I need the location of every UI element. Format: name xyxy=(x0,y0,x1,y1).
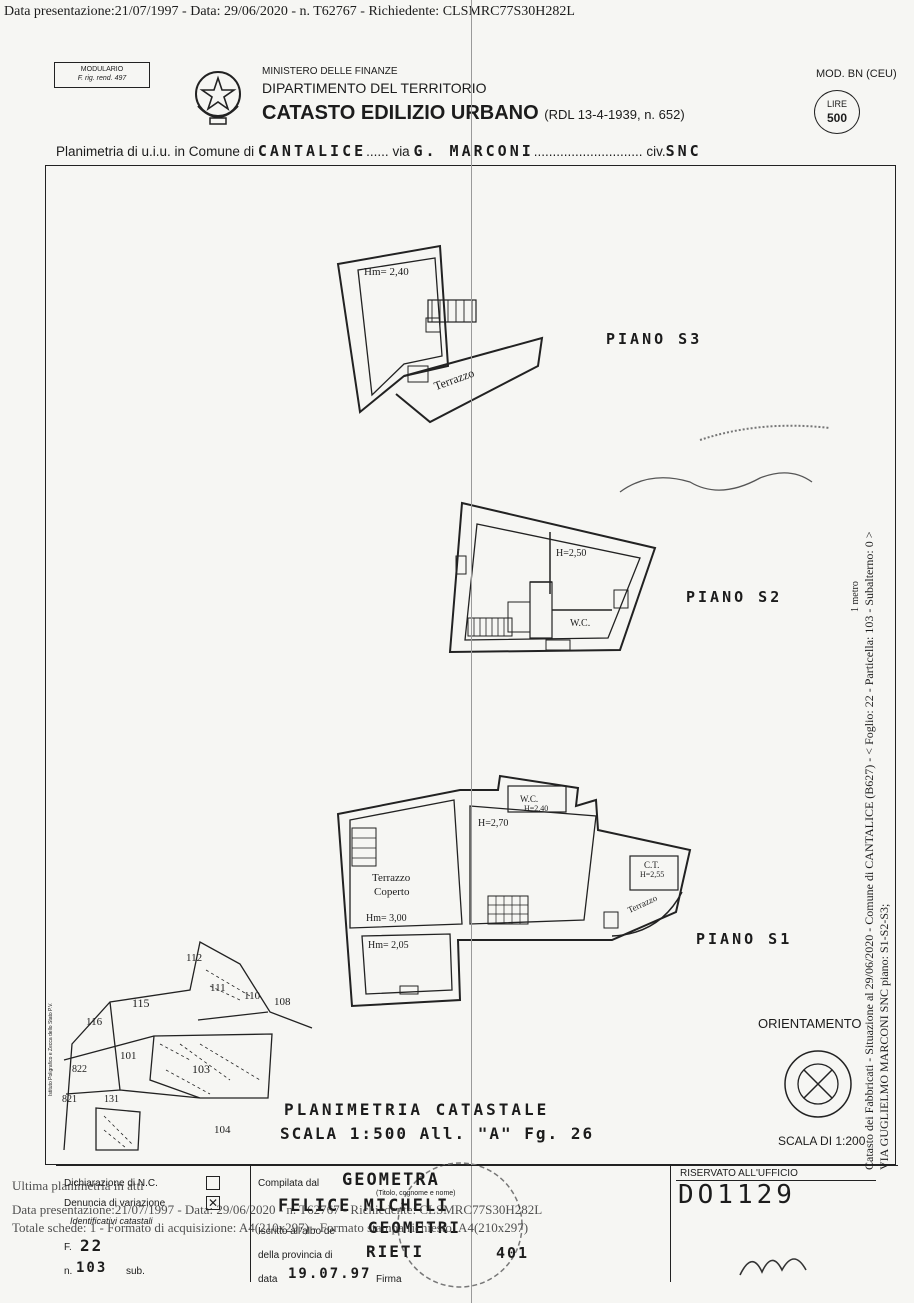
parcel-number: 131 xyxy=(104,1094,119,1105)
foglio-label: F. xyxy=(64,1242,72,1253)
floor-s2-outline xyxy=(448,501,657,654)
s1-height: H=2,70 xyxy=(478,818,509,829)
floor-s1-outline xyxy=(336,774,692,1008)
parcel-number: 115 xyxy=(132,996,150,1010)
floor-s2-label: PIANO S2 xyxy=(686,588,783,606)
s1-ct: C.T. xyxy=(644,860,660,870)
bottom-form-block: Dichiarazione di N.C. Denuncia di variaz… xyxy=(56,1165,898,1285)
lire-stamp: LIRE 500 xyxy=(814,90,860,134)
foglio-value: 22 xyxy=(80,1236,104,1255)
title-line-1: PLANIMETRIA CATASTALE xyxy=(284,1100,550,1119)
denuncia-label: Denuncia di variazione xyxy=(64,1198,166,1209)
s1-wc: W.C. xyxy=(520,794,539,804)
publisher-note: Istituto Poligrafico e Zecca dello Stato… xyxy=(48,1002,54,1096)
modulario-box: MODULARIO F. rig. rend. 497 xyxy=(54,62,150,88)
parcel-number: 821 xyxy=(62,1094,77,1105)
data-value: 19.07.97 xyxy=(288,1266,372,1282)
lire-label: LIRE xyxy=(826,99,847,109)
riservato-label: RISERVATO ALL'UFFICIO xyxy=(680,1168,798,1179)
firma-scribble xyxy=(739,1258,807,1276)
republic-emblem-icon xyxy=(195,71,241,125)
request-info-line: Data presentazione:21/07/1997 - Data: 29… xyxy=(4,4,575,19)
civ-label: civ. xyxy=(646,144,666,159)
provincia-value: RIETI xyxy=(366,1242,425,1261)
civ-value: SNC xyxy=(665,142,702,160)
catasto-title: CATASTO EDILIZIO URBANO (RDL 13-4-1939, … xyxy=(262,102,685,125)
denuncia-checkbox-checked: ✕ xyxy=(206,1196,220,1210)
compilata-label: Compilata dal xyxy=(258,1178,320,1189)
iscritto-label: Iscritto all'albo de xyxy=(258,1226,335,1237)
titolo-note: (Titolo, cognome e nome) xyxy=(376,1190,456,1197)
modulario-label: MODULARIO xyxy=(80,66,124,73)
plan-prefix: Planimetria di u.i.u. in Comune di xyxy=(56,144,255,159)
s1-hm-1: Hm= 3,00 xyxy=(366,913,407,924)
floor-s1-label: PIANO S1 xyxy=(696,930,793,948)
s1-wc-height: H=2,40 xyxy=(524,804,549,813)
parcel-number: 108 xyxy=(274,996,291,1008)
signature-scribble-2 xyxy=(699,424,831,441)
dichiarazione-label: Dichiarazione di N.C. xyxy=(64,1178,158,1189)
provincia-label: della provincia di xyxy=(258,1250,333,1261)
nome-value: FELICE MICHELI xyxy=(278,1196,450,1216)
title-line-2: SCALA 1:500 All. "A" Fg. 26 xyxy=(280,1124,595,1143)
side-line-2: VIA GUGLIELMO MARCONI SNC piano: S1-S2-S… xyxy=(877,903,891,1170)
floor-s3-label: PIANO S3 xyxy=(606,330,703,348)
s2-wc: W.C. xyxy=(570,618,591,629)
side-cadastral-text: Catasto dei Fabbricati - Situazione al 2… xyxy=(862,350,892,1170)
parcel-map xyxy=(63,941,313,1151)
dichiarazione-checkbox xyxy=(206,1176,220,1190)
s1-hm-2: Hm= 2,05 xyxy=(368,940,409,951)
orientation-label: ORIENTAMENTO xyxy=(758,1016,862,1031)
scale-note: SCALA DI 1:200 xyxy=(778,1134,866,1148)
plan-location-row: Planimetria di u.i.u. in Comune di CANTA… xyxy=(56,142,702,160)
s1-covered-terrace-1: Terrazzo xyxy=(372,872,411,884)
parcel-number: 822 xyxy=(72,1064,87,1075)
provincia-number: 401 xyxy=(496,1244,530,1262)
department-name: DIPARTIMENTO DEL TERRITORIO xyxy=(262,80,487,96)
rdl-reference: (RDL 13-4-1939, n. 652) xyxy=(544,107,685,122)
via-value: G. MARCONI xyxy=(413,142,534,160)
iscritto-value: GEOMETRI xyxy=(368,1218,462,1237)
compilata-value: GEOMETRA xyxy=(342,1170,440,1190)
identificativi-label: Identificativi catastali xyxy=(70,1216,153,1226)
data-label: data xyxy=(258,1274,278,1285)
office-stamp-icon xyxy=(397,1162,523,1288)
model-code: MOD. BN (CEU) xyxy=(816,68,897,80)
s3-height: Hm= 2,40 xyxy=(364,266,409,278)
s1-ct-height: H=2,55 xyxy=(640,870,665,879)
modulario-ref: F. rig. rend. 497 xyxy=(77,75,127,82)
fold-line xyxy=(471,0,472,1303)
parcel-number: 104 xyxy=(214,1124,231,1136)
side-scale-mark: 1 metro xyxy=(850,581,861,612)
side-line-1: Catasto dei Fabbricati - Situazione al 2… xyxy=(862,531,876,1170)
ministry-name: MINISTERO DELLE FINANZE xyxy=(262,66,398,77)
lire-value: 500 xyxy=(826,111,848,125)
num-label: n. xyxy=(64,1266,73,1277)
parcel-number: 103 xyxy=(192,1062,210,1076)
parcel-number: 112 xyxy=(186,952,203,964)
s2-height: H=2,50 xyxy=(556,548,587,559)
overlay-ultima: Ultima planimetria in atti xyxy=(12,1178,144,1193)
parcel-number: 101 xyxy=(120,1050,137,1062)
catasto-title-text: CATASTO EDILIZIO URBANO xyxy=(262,102,539,124)
overlay-line-3: Totale schede: 1 - Formato di acquisizio… xyxy=(12,1220,529,1235)
parcel-number: 111 xyxy=(210,982,226,994)
overlay-line-2: Data presentazione:21/07/1997 - Data: 29… xyxy=(12,1202,543,1217)
compass-drawing xyxy=(784,1050,852,1118)
comune-value: CANTALICE xyxy=(257,142,367,160)
num-value: 103 xyxy=(76,1260,108,1276)
plan-frame xyxy=(45,165,896,1165)
parcel-number: 116 xyxy=(86,1016,103,1028)
parcel-number: 110 xyxy=(244,990,261,1002)
floor-s3-outline xyxy=(336,244,544,424)
via-label: via xyxy=(392,144,410,159)
signature-scribble xyxy=(619,472,813,493)
protocol-number: DO1129 xyxy=(678,1180,796,1210)
sub-label: sub. xyxy=(126,1266,145,1277)
s1-covered-terrace-2: Coperto xyxy=(374,886,410,898)
firma-label: Firma xyxy=(376,1274,402,1285)
